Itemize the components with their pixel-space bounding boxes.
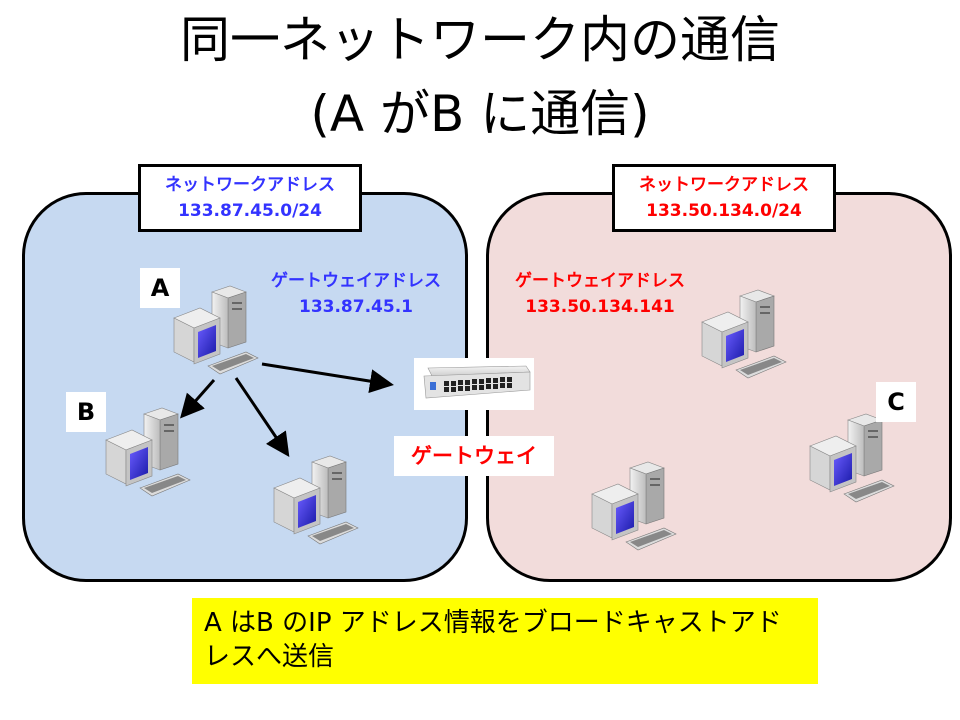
right-network-area [486, 192, 952, 582]
left-gateway-address: 133.87.45.1 [298, 297, 413, 317]
desktop-computer-icon [100, 404, 200, 504]
desktop-computer-icon [586, 458, 686, 558]
left-network-address-box: ネットワークアドレス 133.87.45.0/24 [138, 164, 362, 232]
gateway-label: ゲートウェイ [394, 436, 554, 476]
network-switch-icon [423, 365, 531, 399]
desktop-computer-icon [696, 286, 796, 386]
right-gateway-label: ゲートウェイアドレス [515, 271, 685, 291]
right-gateway-address: 133.50.134.141 [525, 297, 675, 317]
left-gateway-label: ゲートウェイアドレス [271, 271, 441, 291]
desktop-computer-icon [168, 282, 268, 382]
desktop-computer-icon [804, 410, 904, 510]
explanation-note: A はB のIP アドレス情報をブロードキャストアドレスへ送信 [192, 598, 818, 684]
left-gateway-address-label: ゲートウェイアドレス 133.87.45.1 [250, 268, 462, 320]
node-label-c: C [876, 382, 916, 422]
right-gateway-address-label: ゲートウェイアドレス 133.50.134.141 [490, 268, 710, 320]
right-network-address-box: ネットワークアドレス 133.50.134.0/24 [612, 164, 836, 232]
right-network-address: 133.50.134.0/24 [646, 201, 802, 221]
slide-subtitle: (A がB に通信) [310, 85, 650, 143]
node-label-a: A [140, 268, 180, 308]
desktop-computer-icon [268, 452, 368, 552]
slide-title: 同一ネットワーク内の通信 [180, 11, 780, 69]
left-network-address: 133.87.45.0/24 [178, 201, 322, 221]
left-network-area [22, 192, 468, 582]
node-label-b: B [66, 392, 106, 432]
gateway-switch [414, 358, 534, 410]
right-network-address-label: ネットワークアドレス [639, 175, 809, 195]
left-network-address-label: ネットワークアドレス [165, 175, 335, 195]
